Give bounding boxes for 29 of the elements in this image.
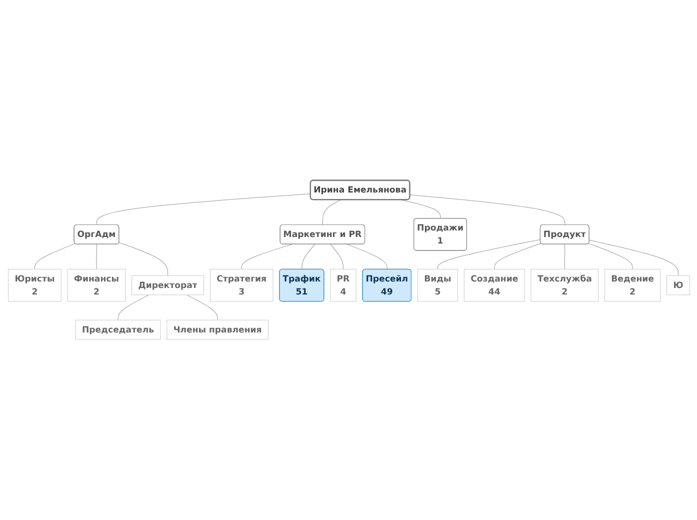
connector bbox=[322, 200, 342, 226]
node-box: Члены правления bbox=[166, 320, 268, 340]
node-box: Финансы 2 bbox=[66, 269, 126, 302]
connector bbox=[240, 244, 292, 270]
connector bbox=[588, 243, 632, 270]
connector bbox=[117, 294, 149, 321]
connector bbox=[494, 243, 541, 270]
node-box: Создание 44 bbox=[463, 269, 524, 302]
node-box: Директорат bbox=[131, 276, 204, 296]
node-box: Юристы 2 bbox=[8, 269, 61, 302]
node-box: Стратегия 3 bbox=[209, 269, 273, 302]
connector bbox=[96, 244, 97, 270]
connector bbox=[34, 243, 75, 270]
connector bbox=[330, 244, 344, 270]
node-box: Ведение 2 bbox=[604, 269, 660, 302]
connector bbox=[588, 240, 678, 276]
connector bbox=[186, 294, 218, 321]
connector bbox=[301, 244, 315, 270]
connector bbox=[436, 239, 540, 270]
node-box: PR 4 bbox=[330, 269, 356, 302]
connector bbox=[564, 244, 565, 270]
node-box: Виды 5 bbox=[416, 269, 458, 302]
node-box: Председатель bbox=[74, 320, 160, 340]
node-box: Ю bbox=[666, 276, 690, 296]
node-box: Техслужба 2 bbox=[530, 269, 598, 302]
connector bbox=[409, 194, 565, 226]
connector bbox=[346, 244, 387, 270]
connector bbox=[118, 242, 168, 276]
connector bbox=[96, 194, 310, 226]
